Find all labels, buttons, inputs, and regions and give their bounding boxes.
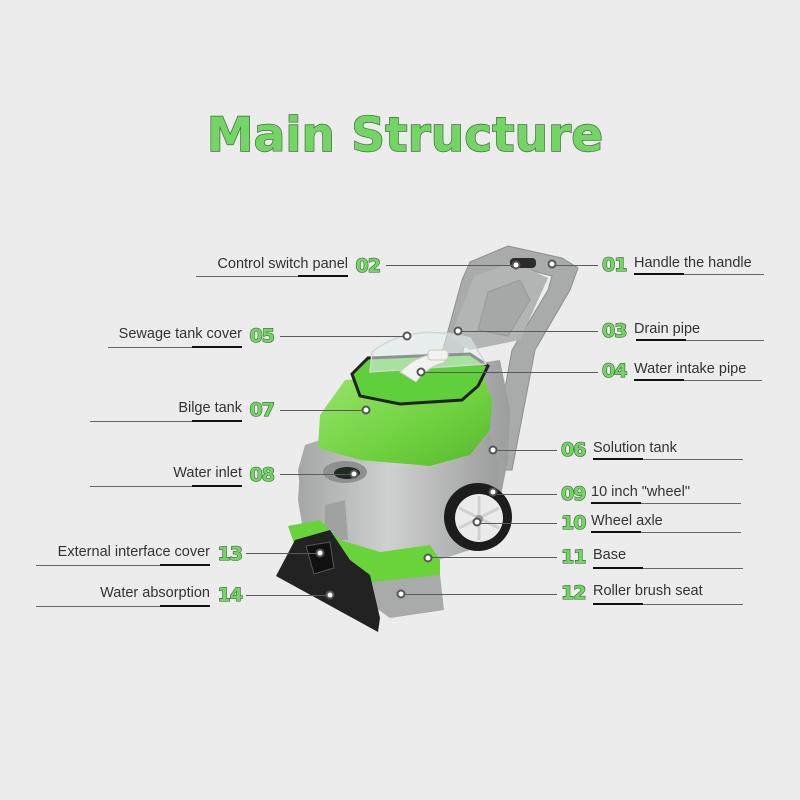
callout-label: Drain pipe xyxy=(634,321,701,337)
callout-label: 10 inch "wheel" xyxy=(591,484,690,500)
leader-line-14 xyxy=(246,595,326,596)
underline-accent xyxy=(593,458,643,460)
underline-accent xyxy=(593,567,643,569)
underline xyxy=(634,380,762,381)
leader-line-09 xyxy=(497,494,557,495)
underline-accent xyxy=(591,502,641,504)
leader-line-06 xyxy=(497,450,557,451)
callout-label: Handle the handle xyxy=(634,255,752,271)
underline xyxy=(591,532,741,533)
callout-number: 06 xyxy=(560,438,587,461)
callout-number: 09 xyxy=(560,482,587,505)
callout-label: Sewage tank cover xyxy=(118,326,242,342)
underline-accent xyxy=(591,531,641,533)
leader-line-13 xyxy=(246,553,316,554)
underline-accent xyxy=(593,603,643,605)
callout-number: 10 xyxy=(560,511,587,534)
handle xyxy=(439,245,579,471)
callout-label: Base xyxy=(593,547,627,563)
callout-04: 04 Water intake pipe xyxy=(601,358,772,384)
leader-line-03 xyxy=(462,331,598,332)
callout-label: Water absorption xyxy=(100,585,210,601)
callout-label: Water inlet xyxy=(173,465,242,481)
underline-accent xyxy=(192,346,242,348)
callout-number: 01 xyxy=(601,253,628,276)
callout-11: 11 Base xyxy=(560,544,751,570)
underline xyxy=(591,503,741,504)
underline xyxy=(593,604,743,605)
callout-08: Water inlet 08 xyxy=(90,462,276,488)
callout-number: 08 xyxy=(249,463,276,486)
underline xyxy=(593,459,743,460)
callout-label: Wheel axle xyxy=(591,513,663,529)
leader-line-07 xyxy=(280,410,362,411)
callout-number: 04 xyxy=(601,359,628,382)
underline xyxy=(36,565,210,566)
underline xyxy=(36,606,210,607)
callout-label: Water intake pipe xyxy=(634,361,747,377)
underline xyxy=(593,568,743,569)
leader-line-08 xyxy=(280,474,350,475)
leader-line-12 xyxy=(405,594,557,595)
underline xyxy=(634,274,764,275)
callout-07: Bilge tank 07 xyxy=(90,397,276,423)
underline-accent xyxy=(636,339,686,341)
callout-label: Roller brush seat xyxy=(593,583,703,599)
callout-05: Sewage tank cover 05 xyxy=(90,323,276,349)
underline-accent xyxy=(160,605,210,607)
leader-line-02 xyxy=(386,265,512,266)
callout-label: Solution tank xyxy=(593,440,677,456)
underline xyxy=(90,421,242,422)
underline-accent xyxy=(298,275,348,277)
underline xyxy=(90,486,242,487)
callout-number: 07 xyxy=(249,398,276,421)
underline-accent xyxy=(192,485,242,487)
underline-accent xyxy=(634,379,684,381)
underline xyxy=(108,347,242,348)
callout-label: External interface cover xyxy=(57,544,210,560)
callout-12: 12 Roller brush seat xyxy=(560,580,751,606)
callout-06: 06 Solution tank xyxy=(560,437,751,463)
callout-number: 11 xyxy=(560,545,587,568)
callout-10: 10 Wheel axle xyxy=(560,510,751,536)
underline xyxy=(636,340,764,341)
underline xyxy=(196,276,348,277)
callout-01: 01 Handle the handle xyxy=(601,252,772,278)
callout-09: 09 10 inch "wheel" xyxy=(560,481,751,507)
callout-label: Control switch panel xyxy=(217,256,348,272)
callout-label: Bilge tank xyxy=(178,400,242,416)
leader-line-10 xyxy=(481,523,557,524)
callout-number: 05 xyxy=(249,324,276,347)
callout-03: 03 Drain pipe xyxy=(601,318,772,344)
leader-line-11 xyxy=(432,557,557,558)
leader-line-05 xyxy=(280,336,403,337)
callout-number: 02 xyxy=(355,254,382,277)
callout-number: 12 xyxy=(560,581,587,604)
callout-14: Water absorption 14 xyxy=(36,582,244,608)
underline-accent xyxy=(160,564,210,566)
underline-accent xyxy=(634,273,684,275)
page-title: Main Structure xyxy=(206,107,604,163)
callout-number: 14 xyxy=(217,583,244,606)
callout-02: Control switch panel 02 xyxy=(196,253,386,279)
leader-line-04 xyxy=(425,372,598,373)
callout-number: 13 xyxy=(217,542,244,565)
callout-13: External interface cover 13 xyxy=(36,541,244,567)
callout-number: 03 xyxy=(601,319,628,342)
leader-line-01 xyxy=(556,265,598,266)
underline-accent xyxy=(192,420,242,422)
